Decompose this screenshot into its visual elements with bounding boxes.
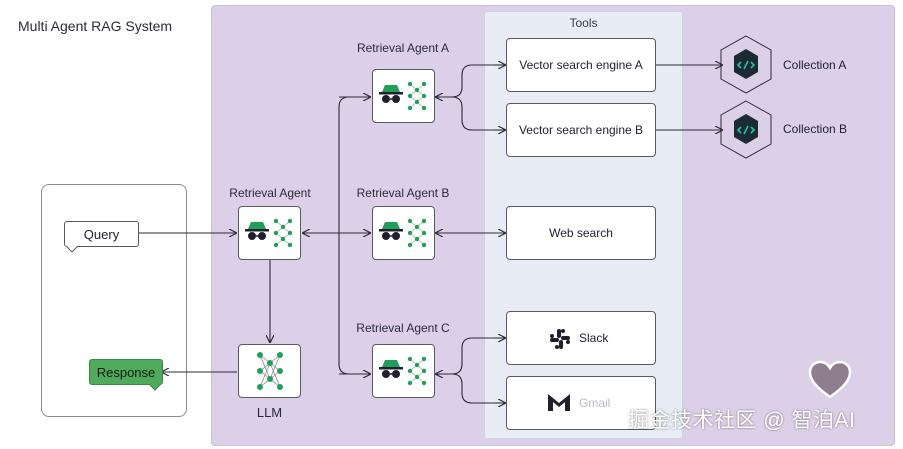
gmail-label: Gmail — [579, 396, 611, 410]
edge-agent-c-tools — [436, 337, 505, 404]
gmail-icon — [548, 394, 570, 411]
neural-network-icon — [257, 352, 283, 390]
retrieval-agent-node — [238, 206, 301, 260]
slack-label: Slack — [579, 331, 609, 345]
spy-agent-icon — [379, 356, 427, 386]
heart-icon[interactable] — [808, 360, 852, 400]
vector-search-engine-a-label: Vector search engine A — [519, 58, 643, 72]
collection-a-label: Collection A — [783, 58, 847, 72]
web-search-label: Web search — [549, 226, 613, 240]
query-bubble: Query — [64, 221, 139, 247]
response-bubble: Response — [89, 359, 163, 385]
spy-agent-icon — [379, 218, 427, 248]
retrieval-agent-c-label: Retrieval Agent C — [356, 321, 450, 335]
llm-node — [238, 344, 301, 398]
llm-label: LLM — [256, 405, 283, 420]
spy-agent-icon — [245, 218, 293, 248]
response-label: Response — [96, 364, 156, 380]
diagram-title: Multi Agent RAG System — [18, 18, 173, 34]
collection-a-icon — [720, 35, 772, 94]
collection-b-label: Collection B — [783, 122, 848, 136]
retrieval-agent-c-node — [372, 344, 435, 398]
spy-agent-icon — [379, 81, 427, 111]
vector-search-engine-a: Vector search engine A — [506, 38, 656, 92]
retrieval-agent-label: Retrieval Agent — [229, 186, 311, 200]
tools-label: Tools — [569, 16, 598, 30]
retrieval-agent-a-node — [372, 69, 435, 123]
retrieval-agent-b-label: Retrieval Agent B — [356, 186, 450, 200]
vector-search-engine-b: Vector search engine B — [506, 103, 656, 157]
retrieval-agent-b-node — [372, 206, 435, 260]
web-search-tool: Web search — [506, 206, 656, 260]
query-label: Query — [83, 226, 120, 242]
retrieval-agent-a-label: Retrieval Agent A — [356, 41, 450, 55]
watermark-text: 掘金技术社区 @ 智泊AI — [628, 409, 856, 432]
edge-agent-a-tools — [436, 64, 505, 131]
collection-b-icon — [720, 100, 772, 159]
vector-search-engine-b-label: Vector search engine B — [518, 123, 644, 137]
slack-icon — [550, 329, 570, 349]
slack-tool: Slack — [506, 311, 656, 365]
gmail-tool: Gmail — [506, 376, 656, 430]
